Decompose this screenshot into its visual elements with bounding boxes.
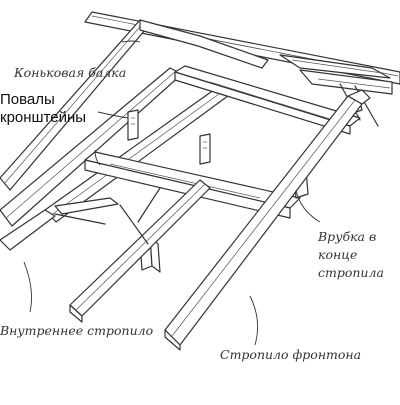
- inner-rafter-label: Внутреннее стропило: [0, 323, 154, 338]
- bracket-upper: [127, 109, 139, 141]
- collar-board-middle: [84, 151, 301, 219]
- bracket-middle: [199, 133, 211, 165]
- notch-label-line1: Врубка в: [318, 229, 377, 244]
- collar-board-top: [174, 65, 361, 135]
- brackets-label: кронштейны: [0, 109, 87, 126]
- purlins-label: Повалы: [0, 91, 55, 108]
- gable-rafter-label: Стропило фронтона: [220, 347, 362, 362]
- ridge-beam-label: Коньковая балка: [14, 65, 127, 80]
- notch-label-line2: конце: [318, 247, 358, 262]
- notch-label-line3: стропила: [318, 265, 384, 280]
- upper-ridge-board: [139, 19, 269, 69]
- leader-lines: [23, 40, 321, 346]
- lower-left-rafters: [0, 187, 161, 251]
- inner-rafter-front: [69, 179, 211, 323]
- gable-rafter: [164, 89, 371, 351]
